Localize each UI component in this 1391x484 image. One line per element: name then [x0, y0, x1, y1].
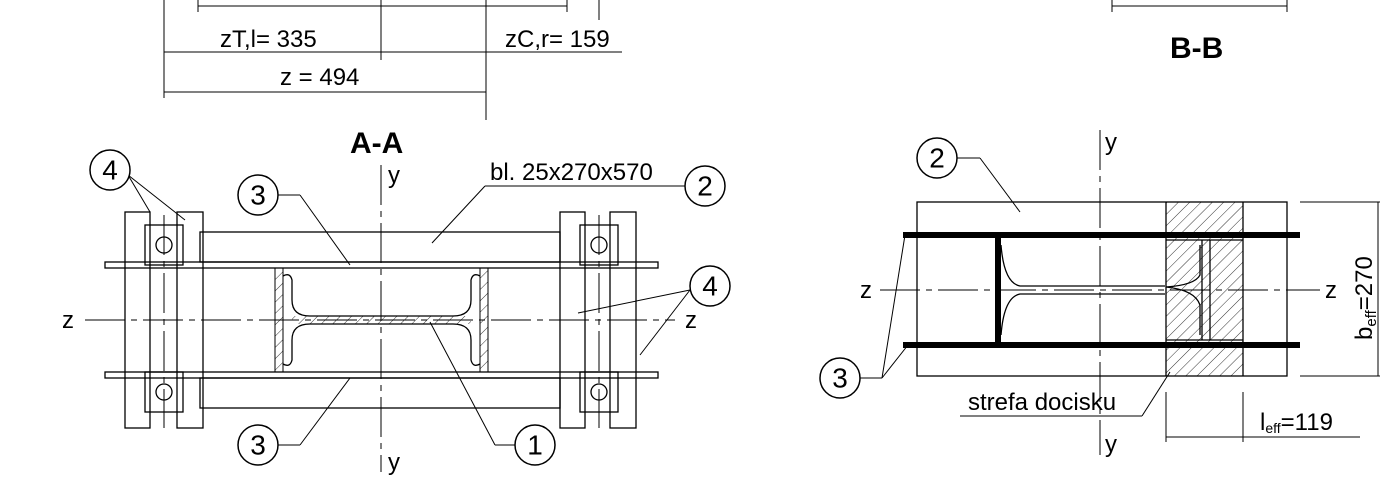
- callout-3: 3: [832, 363, 848, 394]
- callout-3: 3: [250, 430, 266, 461]
- dim-z-t-l: zT,l= 335: [220, 26, 317, 53]
- axis-y-label: y: [1105, 129, 1117, 156]
- section-bb-title: B-B: [1170, 32, 1223, 65]
- callout-2: 2: [697, 171, 713, 202]
- top-dimensions: zT,l= 335 zC,r= 159 z = 494: [163, 0, 1288, 120]
- axis-z-label: z: [685, 307, 697, 334]
- axis-z-label: z: [62, 307, 74, 334]
- axis-z-label: z: [1325, 277, 1337, 304]
- dim-z-total: z = 494: [280, 64, 359, 91]
- callout-4: 4: [702, 271, 718, 302]
- section-bb: B-B y y z z 2 3 strefa docisku: [819, 32, 1380, 458]
- b-eff-dimension: beff=270: [1351, 256, 1380, 340]
- axis-y-label: y: [388, 449, 400, 476]
- section-aa: A-A y y z z: [62, 127, 731, 476]
- dim-z-c-r: zC,r= 159: [505, 26, 610, 53]
- section-aa-title: A-A: [350, 127, 403, 160]
- callout-4: 4: [102, 155, 118, 186]
- plate-label: bl. 25x270x570: [490, 159, 653, 186]
- callout-1: 1: [527, 430, 543, 461]
- bearing-zone-label: strefa docisku: [968, 389, 1116, 416]
- callout-3: 3: [250, 180, 266, 211]
- axis-y-label: y: [388, 162, 400, 189]
- l-eff-dimension: leff=119: [1260, 409, 1333, 436]
- axis-z-label: z: [860, 277, 872, 304]
- callout-2: 2: [929, 143, 945, 174]
- axis-y-label: y: [1105, 431, 1117, 458]
